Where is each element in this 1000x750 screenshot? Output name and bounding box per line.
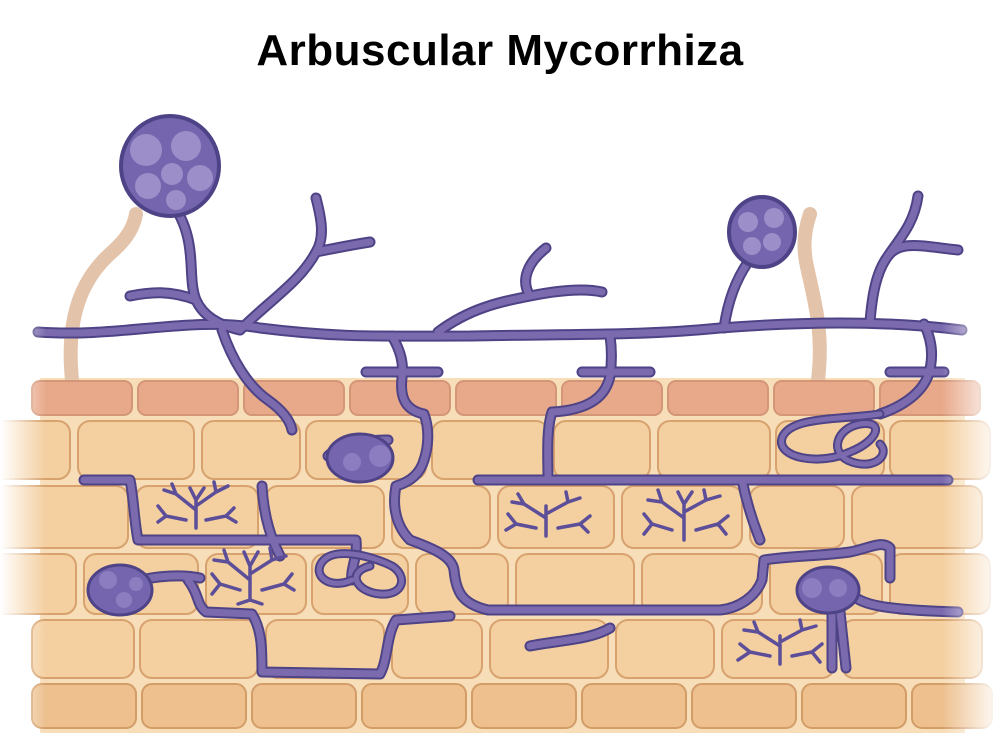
vesicle-2	[86, 563, 154, 617]
vesicle-1	[325, 432, 395, 484]
arbuscule-2	[210, 546, 296, 606]
fungal-hyphae	[32, 190, 968, 680]
root-hair-left	[63, 207, 143, 387]
root-hairs	[63, 207, 827, 387]
hyphal-coils	[314, 409, 888, 599]
spore-large	[119, 114, 221, 218]
spores	[119, 114, 797, 269]
vesicles	[86, 432, 861, 617]
arbuscule-5	[736, 618, 824, 666]
arbuscule-1	[156, 480, 238, 530]
root-hair-right	[797, 207, 827, 387]
epidermis-cells	[31, 380, 981, 416]
arbuscules	[156, 480, 824, 666]
bottom-cells	[31, 683, 993, 729]
diagram-title: Arbuscular Mycorrhiza	[256, 26, 744, 75]
arbuscule-3	[504, 490, 592, 538]
right-edge-fade	[942, 300, 1000, 750]
vesicle-3	[795, 565, 861, 615]
arbuscule-4	[642, 488, 730, 542]
left-edge-fade	[0, 300, 46, 750]
spore-small	[727, 195, 797, 269]
